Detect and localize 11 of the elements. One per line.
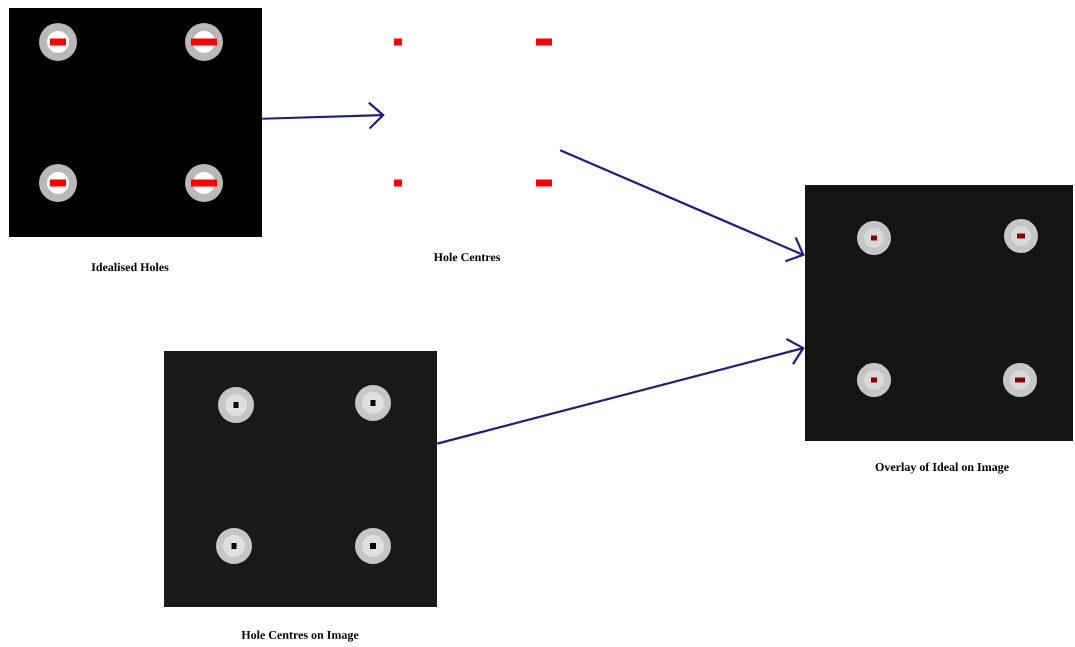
arrow xyxy=(436,338,805,445)
arrow xyxy=(559,149,805,263)
image-caption: Hole Centres xyxy=(433,252,501,262)
picture xyxy=(805,185,1073,441)
image-caption: Hole Centres on Image xyxy=(241,630,359,642)
image-caption: Idealised Holes xyxy=(91,262,169,272)
picture xyxy=(394,38,552,187)
picture xyxy=(9,8,262,237)
picture xyxy=(164,351,437,607)
arrow xyxy=(262,101,385,130)
image-caption: Overlay of Ideal on Image xyxy=(875,462,1009,474)
